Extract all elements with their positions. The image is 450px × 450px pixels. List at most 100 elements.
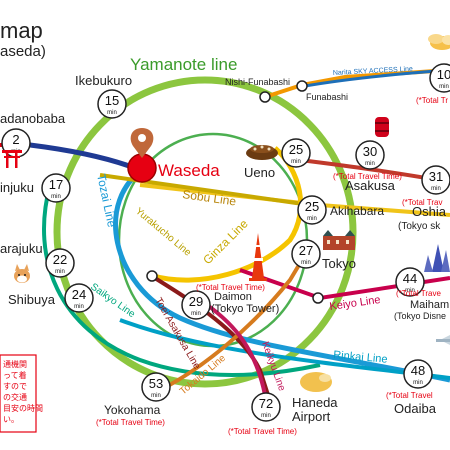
waseda-pin-dot [138, 134, 146, 142]
tokaido-line [159, 253, 307, 392]
svg-text:min: min [107, 110, 117, 116]
svg-text:い。: い。 [3, 415, 19, 424]
ueno-name: Ueno [244, 165, 275, 180]
sobu-label: Sobu Line [182, 187, 238, 208]
svg-text:min: min [55, 269, 65, 275]
svg-text:min: min [191, 311, 201, 317]
svg-text:25: 25 [289, 142, 303, 157]
badge-ueno: 25 min [281, 138, 311, 168]
yokohama-note: (*Total Travel Time) [96, 418, 165, 427]
svg-text:24: 24 [72, 287, 86, 302]
odaiba-name: Odaiba [394, 401, 437, 416]
yurakucho-label: Yurakucho Line [133, 206, 193, 259]
oshiage-sub: (Tokyo sk [398, 221, 441, 232]
svg-text:2: 2 [12, 132, 19, 147]
svg-text:31: 31 [429, 169, 443, 184]
shinjuku-name: injuku [0, 180, 34, 195]
maihama-sub: (Tokyo Disne [394, 311, 446, 321]
badge-maihama: 44 min [395, 267, 425, 297]
funabashi-dot [296, 80, 308, 92]
ikebukuro-name: Ikebukuro [75, 73, 132, 88]
yamanote-label: Yamanote line [130, 55, 237, 74]
svg-text:min: min [405, 288, 415, 294]
tozai-line [113, 165, 450, 383]
badge-shibuya: 24 min [64, 283, 94, 313]
junction-dot [146, 270, 158, 282]
svg-text:目安の時間: 目安の時間 [3, 403, 43, 413]
airplane-icon [436, 335, 450, 345]
svg-text:min: min [74, 304, 84, 310]
rinkai-line [119, 318, 450, 380]
svg-text:44: 44 [403, 271, 417, 286]
map-title: map [0, 18, 43, 43]
badge-akihabara: 25 min [297, 195, 327, 225]
svg-text:min: min [439, 84, 449, 90]
daimon-note: (*Total Travel Time) [196, 283, 265, 292]
rinkai-label: Rinkai Line [333, 349, 388, 366]
asakusa-note: (*Total Travel Time) [333, 172, 402, 181]
svg-text:min: min [291, 159, 301, 165]
shibuya-name: Shibuya [8, 292, 56, 307]
shiba-dog-icon [14, 264, 30, 283]
torii-gate-icon [2, 150, 22, 168]
tokyo-station-icon [323, 230, 355, 250]
svg-text:min: min [365, 161, 375, 167]
badge-asakusa: 30 min [355, 140, 385, 170]
svg-text:min: min [301, 260, 311, 266]
yokohama-name: Yokohama [104, 403, 161, 417]
sweets-icon [300, 372, 332, 392]
haneda-note: (*Total Travel Time) [228, 427, 297, 436]
svg-text:min: min [431, 186, 441, 192]
svg-text:通機関: 通機関 [3, 359, 27, 369]
svg-text:min: min [413, 380, 423, 386]
takadanobaba-name: adanobaba [0, 111, 66, 126]
food-icon [246, 145, 278, 160]
svg-text:すので: すので [3, 382, 27, 391]
badge-shinjuku: 17 min [41, 173, 71, 203]
waseda-name: Waseda [158, 161, 220, 180]
svg-text:30: 30 [363, 144, 377, 159]
maihama-note: (*Total Trave [396, 289, 441, 298]
svg-text:17: 17 [49, 177, 63, 192]
japanese-note: 通機関 って着 すので の交通 目安の時間 い。 [0, 354, 43, 433]
badge-narita: 10 min [429, 63, 450, 93]
svg-text:53: 53 [149, 376, 163, 391]
daimon-sub: (Tokyo Tower) [211, 303, 279, 315]
badge-haneda: 72 min [251, 392, 281, 422]
badge-oshiage: 31 min [421, 165, 450, 195]
haneda-name: Haneda [292, 395, 338, 410]
svg-text:min: min [261, 413, 271, 419]
cloud-icon [428, 34, 450, 50]
tozai-label: Tozai Line [94, 173, 119, 229]
svg-text:48: 48 [411, 363, 425, 378]
badge-tokyo: 27 min [291, 239, 321, 269]
narita-note: (*Total Tr [416, 96, 448, 105]
badge-yokohama: 53 min [141, 372, 171, 402]
svg-text:72: 72 [259, 396, 273, 411]
keiyo-dot [312, 292, 324, 304]
badge-daimon: 29 min [181, 290, 211, 320]
nishi-funabashi-name: Nishi-Funabashi [225, 77, 290, 87]
narita-access-label: Narita SKY ACCESS Line [333, 66, 413, 77]
oshiage-name: Oshia [412, 204, 447, 219]
svg-text:15: 15 [105, 93, 119, 108]
narita-line [304, 68, 450, 88]
svg-text:って着: って着 [3, 370, 27, 380]
saikyo-line [42, 184, 321, 377]
yamanote-loop [53, 76, 357, 388]
castle-icon [424, 244, 450, 272]
nishi-funabashi-dot [259, 91, 271, 103]
svg-text:27: 27 [299, 243, 313, 258]
asakusa-name: Asakusa [345, 178, 396, 193]
waseda-marker [127, 153, 157, 183]
badge-odaiba: 48 min [403, 359, 433, 389]
funabashi-name: Funabashi [306, 92, 348, 102]
svg-text:22: 22 [53, 252, 67, 267]
svg-text:10: 10 [437, 67, 450, 82]
waseda-pin-icon [130, 128, 154, 158]
lantern-icon [375, 117, 389, 137]
odaiba-note: (*Total Travel [386, 391, 433, 400]
akihabara-name: Akihabara [330, 204, 384, 218]
